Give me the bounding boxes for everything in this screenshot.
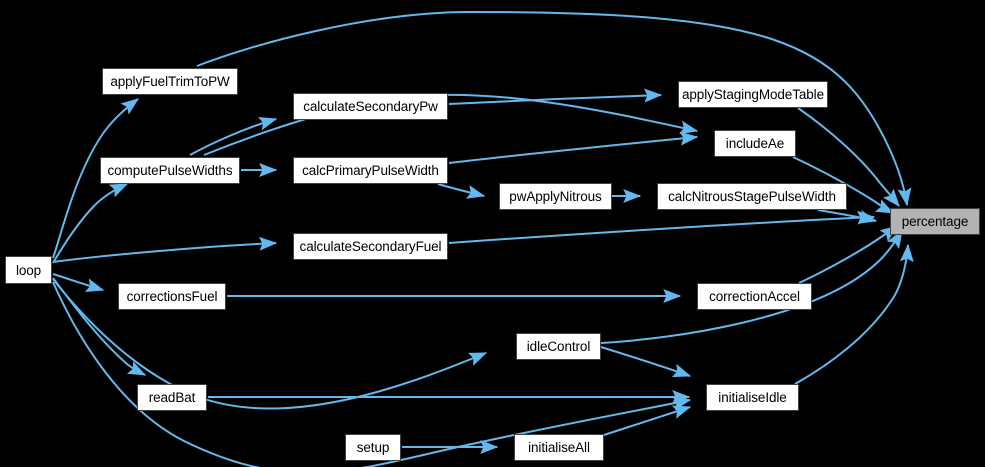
- node-label-applyStagingModeTable: applyStagingModeTable: [681, 87, 824, 102]
- node-calcNitrousStagePulseWidth[interactable]: calcNitrousStagePulseWidth: [657, 183, 847, 210]
- node-label-calculateSecondaryFuel: calculateSecondaryFuel: [299, 239, 442, 254]
- edge-calcPrimaryPulseWidth-to-includeAe: [448, 131, 699, 164]
- edge-initialiseAll-to-initialiseIdle: [603, 405, 692, 436]
- edge-calcNitrousStagePulseWidth-to-percentage: [817, 209, 878, 224]
- node-label-initialiseAll: initialiseAll: [528, 440, 590, 455]
- node-calcPrimaryPulseWidth[interactable]: calcPrimaryPulseWidth: [293, 157, 448, 184]
- edge-loop-to-computePulseWidths: [52, 183, 129, 264]
- edge-initialiseIdle-to-percentage: [794, 243, 914, 385]
- node-applyFuelTrimToPW[interactable]: applyFuelTrimToPW: [102, 68, 238, 95]
- node-readBat[interactable]: readBat: [137, 384, 207, 411]
- node-includeAe[interactable]: includeAe: [714, 130, 796, 157]
- node-label-readBat: readBat: [148, 390, 196, 405]
- node-initialiseAll[interactable]: initialiseAll: [514, 434, 604, 461]
- edge-correctionAccel-to-percentage: [798, 225, 898, 284]
- node-label-calcNitrousStagePulseWidth: calcNitrousStagePulseWidth: [668, 189, 836, 204]
- node-label-pwApplyNitrous: pwApplyNitrous: [509, 189, 602, 204]
- node-loop[interactable]: loop: [5, 256, 52, 284]
- node-initialiseIdle[interactable]: initialiseIdle: [706, 384, 799, 411]
- node-label-applyFuelTrimToPW: applyFuelTrimToPW: [110, 74, 230, 89]
- node-label-includeAe: includeAe: [725, 136, 785, 151]
- edge-computePulseWidths-to-includeAe: [203, 93, 699, 156]
- node-label-calcPrimaryPulseWidth: calcPrimaryPulseWidth: [302, 163, 439, 178]
- edge-loop-to-calculateSecondaryFuel: [52, 236, 278, 263]
- node-computePulseWidths[interactable]: computePulseWidths: [100, 157, 240, 184]
- node-percentage[interactable]: percentage: [890, 208, 980, 235]
- node-label-correctionAccel: correctionAccel: [709, 289, 800, 304]
- edge-loop-to-correctionsFuel: [52, 273, 105, 292]
- node-label-idleControl: idleControl: [526, 339, 591, 354]
- node-calculateSecondaryPw[interactable]: calculateSecondaryPw: [293, 93, 448, 120]
- node-pwApplyNitrous[interactable]: pwApplyNitrous: [499, 183, 612, 210]
- edge-computePulseWidths-to-calculateSecondaryPw: [189, 116, 278, 156]
- node-label-calculateSecondaryPw: calculateSecondaryPw: [303, 99, 438, 114]
- node-setup[interactable]: setup: [345, 434, 401, 461]
- node-idleControl[interactable]: idleControl: [516, 333, 601, 360]
- node-label-correctionsFuel: correctionsFuel: [126, 289, 218, 304]
- edge-calculateSecondaryFuel-to-percentage: [448, 210, 876, 244]
- node-label-setup: setup: [356, 440, 390, 455]
- edge-calcPrimaryPulseWidth-to-pwApplyNitrous: [437, 183, 486, 199]
- node-correctionAccel[interactable]: correctionAccel: [697, 283, 812, 310]
- edge-idleControl-to-initialiseIdle: [600, 346, 692, 378]
- edge-calculateSecondaryPw-to-applyStagingModeTable: [448, 88, 663, 105]
- node-label-computePulseWidths: computePulseWidths: [107, 163, 233, 178]
- node-applyStagingModeTable[interactable]: applyStagingModeTable: [678, 81, 828, 108]
- node-label-percentage: percentage: [901, 214, 969, 229]
- node-correctionsFuel[interactable]: correctionsFuel: [118, 283, 226, 310]
- node-label-initialiseIdle: initialiseIdle: [718, 390, 787, 405]
- node-calculateSecondaryFuel[interactable]: calculateSecondaryFuel: [293, 233, 448, 260]
- node-label-loop: loop: [15, 262, 42, 278]
